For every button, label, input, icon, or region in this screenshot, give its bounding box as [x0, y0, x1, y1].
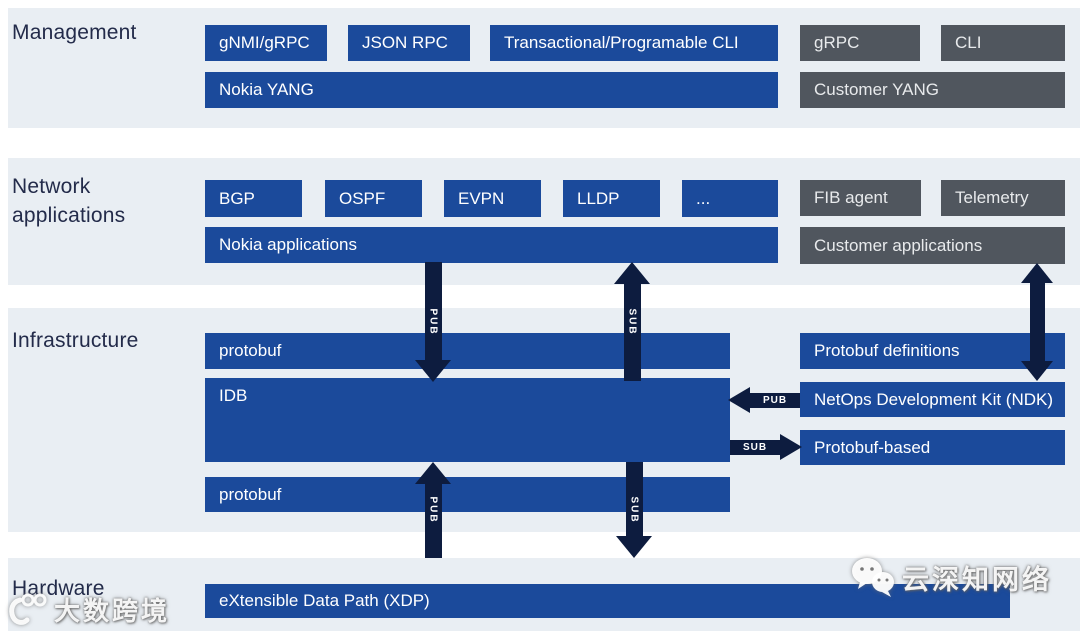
- ospf-box: OSPF: [325, 180, 422, 217]
- sub-label: SUB: [628, 496, 640, 524]
- protobuf-based-box: Protobuf-based: [800, 430, 1065, 465]
- transactional-cli-box: Transactional/Programable CLI: [490, 25, 778, 61]
- hardware-label: Hardware: [12, 577, 105, 600]
- network-applications-label: Network applications: [12, 175, 126, 228]
- arrow-head-right-icon: [780, 434, 802, 460]
- json-rpc-box: JSON RPC: [348, 25, 470, 61]
- arrow-shaft: [625, 462, 643, 536]
- arrow-shaft: [424, 262, 442, 360]
- watermark-bottom-left: 大数跨境: [6, 591, 170, 628]
- nokia-yang-box: Nokia YANG: [205, 72, 778, 108]
- arrow-shaft: [424, 484, 442, 558]
- arrow-head-down-icon: [616, 536, 652, 558]
- customer-applications-box: Customer applications: [800, 227, 1065, 264]
- sub-label: SUB: [742, 441, 768, 453]
- watermark-right: 云深知网络: [850, 556, 1052, 598]
- arrow-head-up-icon: [614, 262, 650, 284]
- grpc-box: gRPC: [800, 25, 920, 61]
- arrow-head-up-icon: [415, 462, 451, 484]
- evpn-box: EVPN: [444, 180, 541, 217]
- ndk-box: NetOps Development Kit (NDK): [800, 382, 1065, 417]
- lldp-box: LLDP: [563, 180, 660, 217]
- arrow-shaft: PUB: [750, 392, 800, 408]
- arrow-head-down-icon: [1021, 361, 1053, 381]
- arrow-shaft: [623, 284, 641, 381]
- customer-apps-ndk-double-arrow: [1021, 263, 1053, 381]
- protobuf-top-box: protobuf: [205, 333, 730, 369]
- sub-down-arrow: SUB: [616, 462, 652, 558]
- pub-label: PUB: [762, 394, 788, 406]
- pub-label: PUB: [427, 496, 439, 524]
- pub-label: PUB: [427, 308, 439, 336]
- protobuf-definitions-box: Protobuf definitions: [800, 333, 1065, 369]
- management-label: Management: [12, 21, 137, 44]
- cli-box: CLI: [941, 25, 1065, 61]
- pub-down-arrow: PUB: [415, 262, 451, 382]
- arrow-shaft: SUB: [730, 439, 780, 455]
- telemetry-box: Telemetry: [941, 180, 1065, 216]
- xdp-box: eXtensible Data Path (XDP): [205, 584, 1010, 618]
- watermark-text: 大数跨境: [54, 596, 171, 626]
- arrow-head-down-icon: [415, 360, 451, 382]
- idb-box: IDB: [205, 378, 730, 462]
- wechat-icon: [852, 558, 894, 597]
- arrow-head-left-icon: [728, 387, 750, 413]
- customer-yang-box: Customer YANG: [800, 72, 1065, 108]
- sub-label: SUB: [626, 307, 638, 336]
- sub-up-arrow: SUB: [614, 262, 650, 381]
- pub-left-arrow: PUB: [728, 387, 800, 413]
- pub-up-arrow: PUB: [415, 462, 451, 558]
- arrow-shaft: [1029, 283, 1045, 361]
- fib-agent-box: FIB agent: [800, 180, 921, 216]
- watermark-text: 云深知网络: [902, 564, 1052, 595]
- gnmi-grpc-box: gNMI/gRPC: [205, 25, 327, 61]
- sub-right-arrow: SUB: [730, 434, 802, 460]
- bgp-box: BGP: [205, 180, 302, 217]
- more-apps-box: ...: [682, 180, 778, 217]
- protobuf-bottom-box: protobuf: [205, 477, 730, 512]
- nokia-applications-box: Nokia applications: [205, 227, 778, 263]
- infrastructure-label: Infrastructure: [12, 329, 139, 352]
- arrow-head-up-icon: [1021, 263, 1053, 283]
- watermark-logo-icon: [9, 593, 47, 625]
